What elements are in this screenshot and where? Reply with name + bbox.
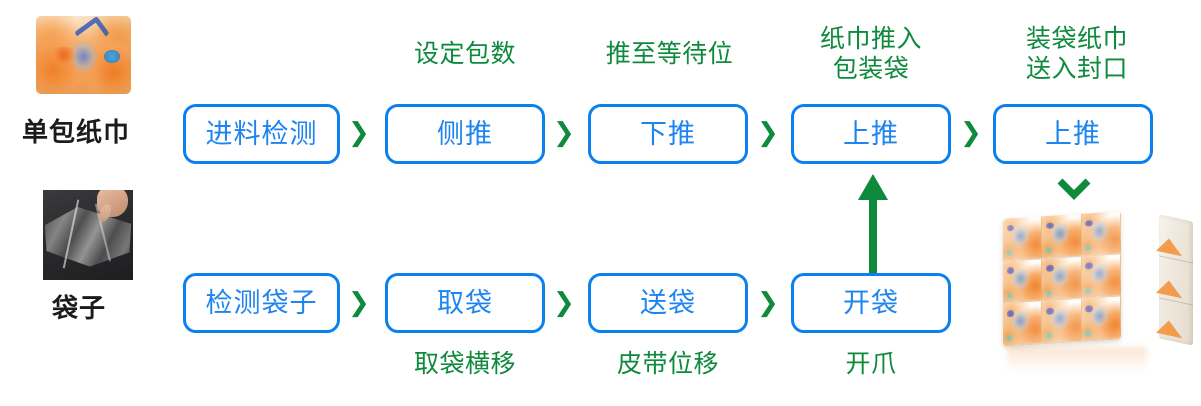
caption-belt-shift: 皮带位移: [616, 350, 719, 378]
chevron-right-icon: ❯: [757, 118, 779, 148]
step-box-down-push[interactable]: 下推: [588, 104, 748, 164]
step-box-up-push-1[interactable]: 上推: [791, 104, 951, 164]
caption-bag-traverse: 取袋横移: [413, 350, 516, 378]
up-arrow-bag-to-push: [855, 174, 891, 279]
step-box-side-push[interactable]: 侧推: [385, 104, 545, 164]
caption-open-claw: 开爪: [845, 350, 897, 378]
chevron-down-icon: [1057, 178, 1091, 205]
bundled-tissue-packs-image: [1003, 211, 1193, 385]
step-box-up-push-2[interactable]: 上推: [993, 104, 1153, 164]
single-tissue-pack-image: [36, 16, 131, 94]
caption-tissue-into-bag: 纸巾推入 包装袋: [819, 25, 922, 83]
caption-bagged-to-seal: 装袋纸巾 送入封口: [1025, 25, 1128, 83]
chevron-right-icon: ❯: [348, 288, 370, 318]
chevron-right-icon: ❯: [553, 288, 575, 318]
row-label-tissue: 单包纸巾: [22, 117, 131, 147]
step-box-feed-detection[interactable]: 进料检测: [183, 104, 340, 164]
row-label-bag: 袋子: [52, 293, 107, 323]
caption-set-pack-count: 设定包数: [413, 40, 516, 68]
step-box-bag-detection[interactable]: 检测袋子: [183, 273, 340, 333]
step-box-send-bag[interactable]: 送袋: [588, 273, 748, 333]
caption-push-to-waiting: 推至等待位: [605, 40, 734, 68]
chevron-right-icon: ❯: [757, 288, 779, 318]
chevron-right-icon: ❯: [553, 118, 575, 148]
chevron-right-icon: ❯: [348, 118, 370, 148]
step-box-take-bag[interactable]: 取袋: [385, 273, 545, 333]
step-box-open-bag[interactable]: 开袋: [791, 273, 951, 333]
chevron-right-icon: ❯: [960, 118, 982, 148]
plastic-bag-image: [43, 190, 133, 280]
